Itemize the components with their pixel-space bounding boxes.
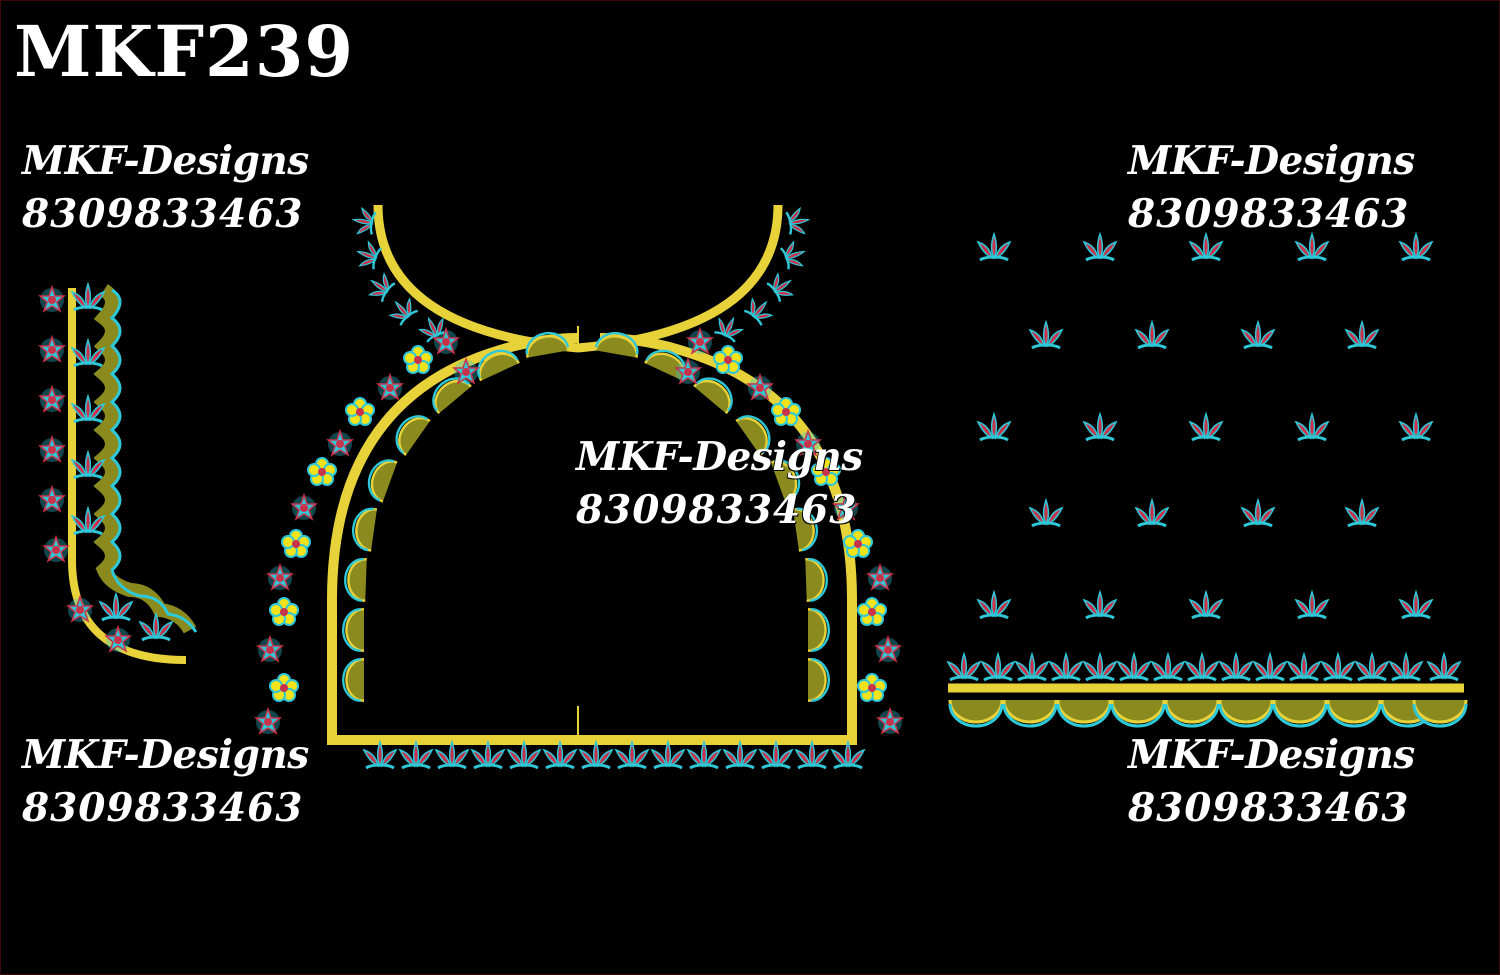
watermark-bottom-left: MKF-Designs 8309833463 xyxy=(22,736,309,828)
inner-scallop-left xyxy=(342,328,570,702)
border-strip xyxy=(946,652,1468,728)
blouse-back-piece xyxy=(255,204,903,770)
watermark-phone: 8309833463 xyxy=(1128,191,1410,237)
sleeve-border-piece xyxy=(39,282,198,664)
watermark-brand: MKF-Designs xyxy=(576,434,863,480)
watermark-top-right: MKF-Designs 8309833463 xyxy=(1128,142,1415,234)
watermark-top-left: MKF-Designs 8309833463 xyxy=(22,142,309,234)
watermark-brand: MKF-Designs xyxy=(1128,138,1415,184)
design-code-title: MKF239 xyxy=(14,10,355,93)
border-strip-motifs xyxy=(946,652,1462,682)
watermark-phone: 8309833463 xyxy=(22,191,304,237)
scattered-buti-grid xyxy=(976,232,1434,620)
watermark-phone: 8309833463 xyxy=(576,487,858,533)
watermark-phone: 8309833463 xyxy=(22,785,304,831)
watermark-bottom-right: MKF-Designs 8309833463 xyxy=(1128,736,1415,828)
watermark-brand: MKF-Designs xyxy=(22,732,309,778)
watermark-brand: MKF-Designs xyxy=(22,138,309,184)
watermark-brand: MKF-Designs xyxy=(1128,732,1415,778)
neckline-motifs xyxy=(349,205,813,344)
border-strip-scallops xyxy=(948,698,1468,728)
watermark-phone: 8309833463 xyxy=(1128,785,1410,831)
watermark-center: MKF-Designs 8309833463 xyxy=(576,438,863,530)
bottom-motif-row xyxy=(362,740,866,770)
